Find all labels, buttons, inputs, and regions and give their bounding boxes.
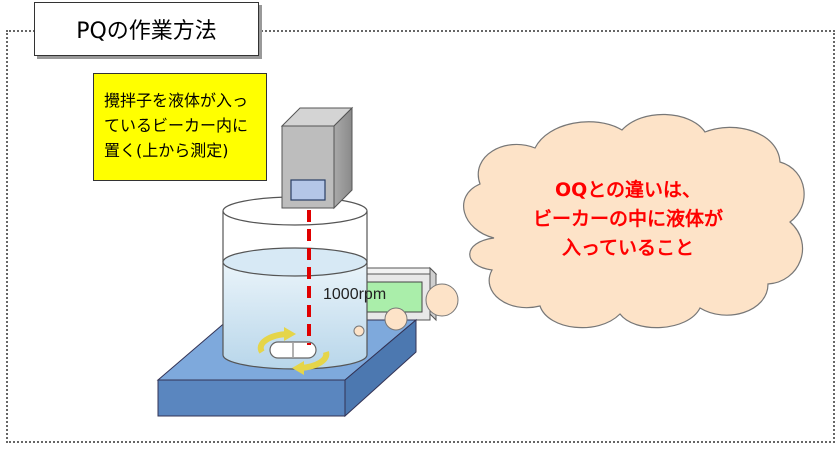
note-line-2: ているビーカー内に xyxy=(104,116,249,135)
sensor-window xyxy=(290,179,326,201)
speech-text: OQとの違いは、 ビーカーの中に液体が 入っていること xyxy=(498,176,758,263)
note-line-3: 置く(上から測定) xyxy=(104,141,229,160)
instruction-note: 攪拌子を液体が入っ ているビーカー内に 置く(上から測定) xyxy=(93,73,267,181)
thought-bubble xyxy=(353,113,805,337)
stir-bar xyxy=(257,327,330,375)
note-line-1: 攪拌子を液体が入っ xyxy=(104,91,249,110)
speech-line-3: 入っていること xyxy=(561,237,695,259)
liquid-surface xyxy=(222,247,368,277)
rpm-display-text: 1000rpm xyxy=(323,286,387,303)
page-title: PQの作業方法 xyxy=(34,2,259,56)
speech-line-1: OQとの違いは、 xyxy=(554,179,702,201)
speech-line-2: ビーカーの中に液体が xyxy=(532,208,723,230)
diagram-frame xyxy=(6,30,835,443)
sensor-head xyxy=(280,106,354,210)
beaker xyxy=(222,196,368,370)
